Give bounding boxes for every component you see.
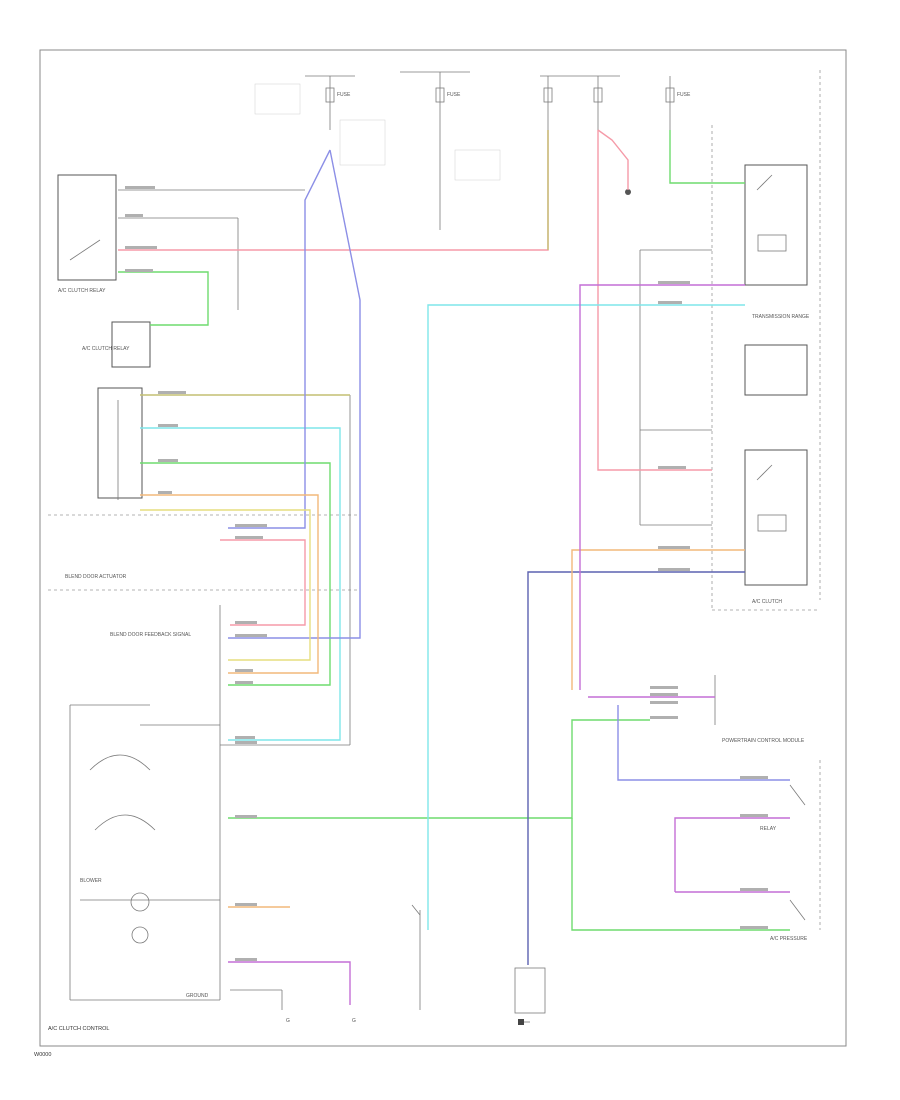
wire-cyan-long	[427, 304, 745, 930]
pcm-label: POWERTRAIN CONTROL MODULE	[722, 738, 805, 744]
fuse-label-2: FUSE	[447, 92, 461, 98]
wire-magenta-c	[674, 817, 790, 892]
wire-magenta-a	[579, 284, 745, 690]
right-components: TRANSMISSION RANGE A/C CLUTCH POWERTRAIN…	[639, 70, 821, 942]
hvac-module-block: BLEND DOOR ACTUATOR BLEND DOOR FEEDBACK …	[48, 387, 360, 1000]
wires	[118, 129, 790, 1005]
blend-door-actuator-label: BLEND DOOR ACTUATOR	[65, 574, 127, 580]
blower-label: BLOWER	[80, 878, 102, 884]
wire-blue-pcm	[617, 705, 790, 781]
blend-door-feedback-label: BLEND DOOR FEEDBACK SIGNAL	[110, 632, 191, 638]
ground-bottom-2: G	[352, 1018, 356, 1024]
wire-green-top	[118, 271, 209, 326]
wire-blue-top	[228, 149, 331, 529]
wire-pink-right	[597, 130, 712, 471]
fuse-label-3: FUSE	[677, 92, 691, 98]
fuse-label-1: FUSE	[337, 92, 351, 98]
wire-green-long	[228, 719, 650, 819]
bottom-middle-components	[411, 904, 546, 1025]
ground-left-label: GROUND	[186, 993, 209, 999]
transmission-range-label: TRANSMISSION RANGE	[752, 314, 810, 320]
top-fuse-area: FUSE FUSE FUSE	[254, 71, 691, 230]
left-relay-block: A/C CLUTCH RELAY A/C CLUTCH RELAY	[57, 174, 305, 368]
wire-yellow	[140, 509, 311, 661]
wire-orange	[140, 494, 319, 674]
ground-bottom-1: G	[286, 1018, 290, 1024]
wire-pink-fuse	[597, 129, 629, 190]
wire-green-mid	[140, 462, 331, 686]
wire-orange-2	[571, 549, 745, 690]
wire-cyan-mid	[140, 427, 341, 741]
wire-green-relay	[669, 130, 745, 184]
blower-switch-area: BLOWER GROUND G G	[69, 704, 356, 1024]
ac-pressure-label: A/C PRESSURE	[770, 936, 808, 942]
wire-magenta-bottom	[228, 961, 351, 1005]
relay-right-label: RELAY	[760, 826, 777, 832]
ac-clutch-label: A/C CLUTCH	[752, 599, 782, 605]
wire-green-bottom	[571, 818, 790, 931]
footer-caption: A/C CLUTCH CONTROL	[48, 1026, 109, 1032]
wire-navy	[527, 571, 745, 965]
wire-pink-left	[220, 539, 306, 626]
diagram-frame	[39, 49, 847, 1047]
left-relay2-label: A/C CLUTCH RELAY	[82, 346, 130, 352]
footer-code: W0000	[34, 1052, 51, 1058]
wire-tags	[125, 186, 768, 961]
left-relay-label: A/C CLUTCH RELAY	[58, 288, 106, 294]
wire-blue-mid	[228, 149, 361, 639]
